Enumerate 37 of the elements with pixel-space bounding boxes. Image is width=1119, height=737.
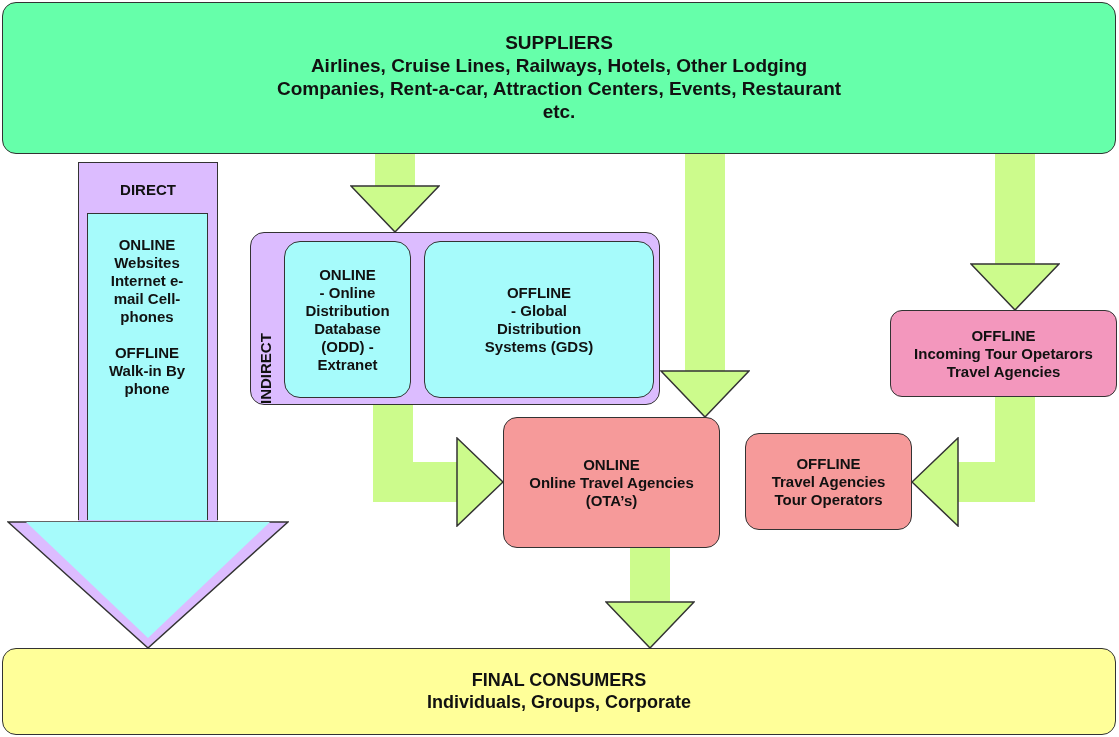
box-heading: SUPPLIERS — [505, 32, 613, 56]
channel-list: Websites Internet e-mail Cell-phones — [99, 253, 195, 326]
block-arrow — [7, 520, 289, 649]
box-text: Airlines, Cruise Lines, Railways, Hotels, Other Lodging Companies, Rent-a-car, Attraction Centers, Events, Restaurant etc. — [275, 55, 843, 124]
process-box — [424, 241, 654, 398]
box-text: Travel Agencies Tour Operators — [770, 472, 887, 509]
process-box — [2, 2, 1116, 154]
block-arrow — [911, 397, 1035, 527]
block-arrow — [350, 154, 440, 233]
box-heading: OFFLINE — [506, 283, 572, 302]
box-text: - Online Distribution Database (ODD) - Extranet — [304, 283, 391, 374]
channel-heading: OFFLINE — [114, 343, 180, 362]
process-box — [284, 241, 411, 398]
box-heading: ONLINE — [583, 455, 640, 474]
box-heading: ONLINE — [319, 265, 376, 284]
channel-list: Walk-in By phone — [99, 361, 195, 398]
block-arrow — [605, 548, 695, 649]
indirect-panel — [250, 232, 660, 405]
channel-panel — [86, 212, 208, 520]
block-arrow — [970, 154, 1060, 311]
channel-heading: ONLINE — [118, 235, 176, 254]
box-text: - Global Distribution Systems (GDS) — [484, 301, 594, 356]
box-text: Individuals, Groups, Corporate — [426, 691, 691, 714]
box-heading: OFFLINE — [796, 454, 861, 473]
direct-column — [78, 162, 218, 520]
block-arrow — [660, 154, 750, 418]
direct-heading: DIRECT — [120, 181, 176, 199]
box-heading: FINAL CONSUMERS — [471, 669, 647, 692]
process-box — [503, 417, 720, 548]
block-arrow — [373, 405, 504, 527]
panel-title: INDIRECT — [257, 332, 274, 404]
process-box — [2, 648, 1116, 735]
box-heading: OFFLINE — [971, 326, 1036, 345]
process-box — [890, 310, 1117, 397]
box-text: Online Travel Agencies (OTA’s) — [528, 473, 695, 510]
box-text: Incoming Tour Opetarors Travel Agencies — [913, 344, 1094, 381]
process-box — [745, 433, 912, 530]
